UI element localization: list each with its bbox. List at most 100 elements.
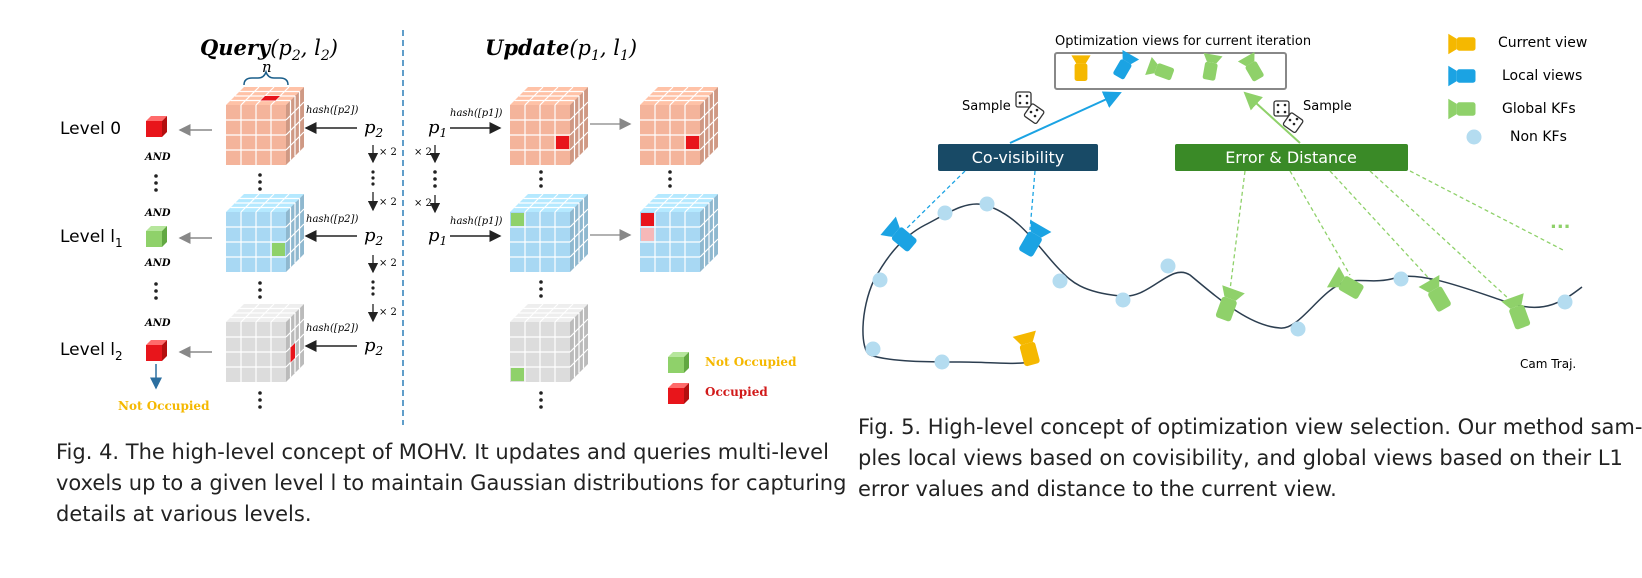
small-cube-red-0	[146, 116, 167, 137]
non-kf-node	[979, 196, 995, 212]
fig4-caption: Fig. 4. The high-level concept of MOHV. …	[56, 437, 847, 530]
camera-icon	[1019, 219, 1052, 257]
error-distance-box	[1175, 144, 1408, 171]
p1-symbol: p1	[428, 225, 447, 248]
vertical-dots	[371, 170, 375, 296]
dice-icon	[1015, 91, 1045, 125]
fig4: Query(p2, l2) Update(p1, l1) n Level 0 L…	[60, 30, 797, 425]
level-l2-label: Level l2	[60, 340, 123, 363]
p1-symbol: p1	[428, 117, 447, 140]
legend-global-kfs: Global KFs	[1502, 101, 1576, 117]
caption-line: error values and distance to the current…	[858, 477, 1337, 501]
not-occupied-below: Not Occupied	[118, 399, 210, 413]
caption-line: ples local views based on covisibility, …	[858, 446, 1623, 470]
legend-local-views: Local views	[1502, 68, 1582, 84]
covis-sample-arrow	[1009, 91, 1122, 144]
voxel-cube	[226, 86, 305, 165]
voxel-cube	[510, 86, 589, 165]
hash-p2-label: hash([p2])	[306, 214, 358, 225]
query-hash-arrows	[304, 122, 357, 352]
camera-icon	[1012, 330, 1040, 367]
trajectory-cameras	[880, 216, 1531, 367]
brace	[243, 69, 289, 86]
sample-label-right: Sample	[1303, 99, 1352, 114]
non-kf-node	[1052, 273, 1068, 289]
camera-icon	[1215, 285, 1245, 322]
hash-p1-label: hash([p1])	[450, 108, 502, 119]
fig5-legend	[1448, 33, 1482, 145]
legend-not-occupied: Not Occupied	[705, 355, 797, 369]
and-label: AND	[144, 208, 171, 219]
non-kf-node	[937, 205, 953, 221]
non-kf-node	[1290, 321, 1306, 337]
camera-icon	[880, 216, 917, 252]
cam-traj-label: Cam Traj.	[1520, 357, 1576, 371]
camera-icon	[1071, 55, 1091, 81]
non-kf-node	[934, 354, 950, 370]
small-cube-green-l1	[146, 226, 167, 247]
legend-current-view: Current view	[1498, 35, 1587, 51]
hash-p1-label: hash([p1])	[450, 216, 502, 227]
figure-canvas: Query(p2, l2) Update(p1, l1) n Level 0 L…	[60, 30, 1587, 425]
camera-trajectory	[862, 203, 1583, 365]
ellipsis: ...	[1550, 212, 1571, 233]
caption-line: Fig. 5. High-level concept of optimizati…	[858, 415, 1642, 439]
hash-p2-label: hash([p2])	[306, 105, 358, 116]
hash-p2-label: hash([p2])	[306, 323, 358, 334]
fig4-legend: Not Occupied Occupied	[668, 352, 797, 404]
vertical-dots	[154, 170, 672, 409]
camera-icon	[1326, 266, 1364, 299]
query-title: Query(p2, l2)	[200, 35, 338, 64]
error-sample-arrow	[1243, 91, 1301, 144]
optimization-view-cameras	[1071, 49, 1264, 82]
voxel-cube	[226, 193, 305, 272]
camera-icon	[1113, 49, 1140, 80]
level-0-label: Level 0	[60, 119, 121, 139]
camera-icon	[1501, 293, 1531, 330]
caption-line: details at various levels.	[56, 502, 312, 526]
voxel-cube	[226, 303, 305, 382]
non-kf-node	[872, 272, 888, 288]
p2-symbol: p2	[364, 335, 383, 358]
non-kf-node	[1393, 271, 1409, 287]
error-links	[1229, 170, 1564, 301]
caption-line: Fig. 4. The high-level concept of MOHV. …	[56, 440, 829, 464]
times2-label: × 2	[414, 198, 432, 209]
times2-label: × 2	[379, 258, 397, 269]
dice-icon	[1273, 100, 1304, 134]
and-label: AND	[144, 318, 171, 329]
covisibility-label: Co-visibility	[972, 148, 1065, 167]
voxel-cubes	[226, 86, 719, 382]
camera-icon	[1448, 33, 1476, 55]
update-hash-arrows	[450, 122, 502, 242]
small-cube-red-l2	[146, 340, 167, 361]
camera-icon	[1418, 274, 1451, 312]
camera-icon	[1448, 65, 1476, 87]
voxel-cube	[640, 86, 719, 165]
caption-line: voxels up to a given level l to maintain…	[56, 471, 847, 495]
sample-label-left: Sample	[962, 99, 1011, 114]
update-result-arrows	[590, 118, 632, 241]
error-distance-label: Error & Distance	[1225, 148, 1357, 167]
brace-label: n	[262, 58, 272, 76]
times2-label: × 2	[379, 197, 397, 208]
voxel-cube	[510, 193, 589, 272]
update-title: Update(p1, l1)	[485, 35, 637, 64]
non-kf-node	[1160, 258, 1176, 274]
optimization-views-label: Optimization views for current iteration	[1055, 34, 1311, 49]
non-kf-nodes	[865, 196, 1573, 370]
times2-label: × 2	[414, 147, 432, 158]
fig5-caption: Fig. 5. High-level concept of optimizati…	[858, 412, 1642, 505]
covisibility-box	[938, 144, 1098, 171]
times2-label: × 2	[379, 307, 397, 318]
legend-occupied: Occupied	[705, 385, 768, 399]
legend-non-kf-dot	[1466, 129, 1482, 145]
times2-label: × 2	[379, 147, 397, 158]
legend-non-kfs: Non KFs	[1510, 129, 1567, 145]
p2-symbol: p2	[364, 117, 383, 140]
non-kf-node	[865, 341, 881, 357]
legend-cube-green	[668, 352, 689, 373]
fig5: Optimization views for current iteration…	[862, 33, 1587, 371]
camera-icon	[1202, 53, 1223, 81]
legend-cube-red	[668, 383, 689, 404]
